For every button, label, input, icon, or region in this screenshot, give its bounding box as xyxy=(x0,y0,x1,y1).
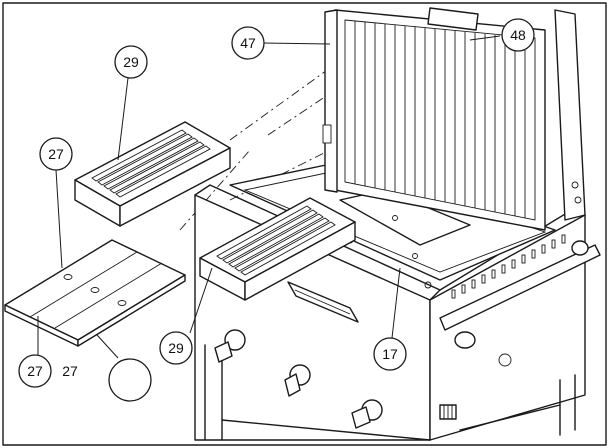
svg-text:17: 17 xyxy=(382,346,398,362)
callout-29-lower: 29 xyxy=(159,331,193,365)
svg-text:29: 29 xyxy=(123,54,139,70)
callout-48: 48 xyxy=(501,18,535,52)
side-handle xyxy=(439,240,601,349)
side-vent-slots xyxy=(451,234,566,367)
label-27-free: 27 xyxy=(62,363,78,379)
callout-27-upper: 27 xyxy=(39,137,73,171)
gas-fitting xyxy=(439,404,457,420)
hinge-bracket xyxy=(554,9,586,221)
callout-47: 47 xyxy=(231,26,265,60)
griddle-plate-upper-part-29 xyxy=(74,121,231,227)
leader-lines xyxy=(37,35,501,359)
svg-text:47: 47 xyxy=(240,35,256,51)
callout-27-lower: 27 xyxy=(18,354,52,388)
control-knobs xyxy=(214,281,383,429)
svg-text:29: 29 xyxy=(168,340,184,356)
callout-blank xyxy=(108,358,152,402)
griddle-plate-lower-part-29 xyxy=(199,197,356,301)
lid-grid-part-47 xyxy=(322,7,546,231)
svg-text:48: 48 xyxy=(510,27,526,43)
callout-29-upper: 29 xyxy=(114,45,148,79)
svg-text:27: 27 xyxy=(48,146,64,162)
callout-17: 17 xyxy=(373,337,407,371)
svg-text:27: 27 xyxy=(27,363,43,379)
side-shelf-part-27 xyxy=(4,239,186,347)
